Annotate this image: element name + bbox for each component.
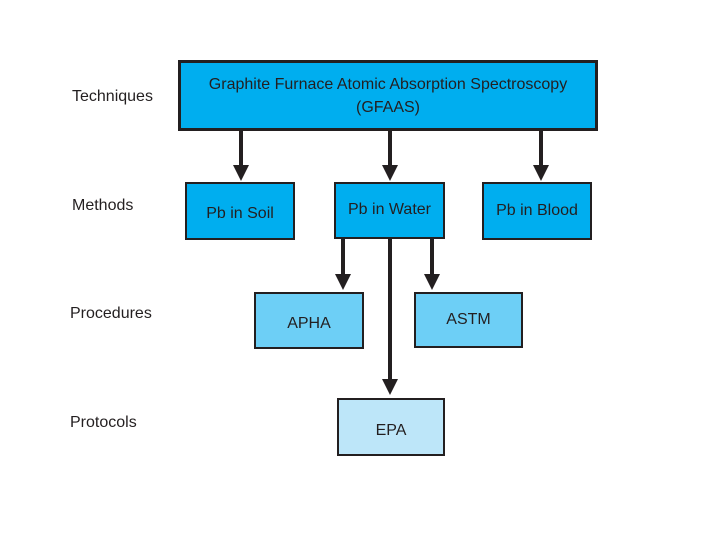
level-label-procedures: Procedures [70,305,152,322]
level-label-protocols: Protocols [70,414,137,431]
method-label-blood: Pb in Blood [496,202,578,219]
level-label-methods: Methods [72,197,134,214]
arrowhead-epa [382,379,398,395]
technique-abbreviation: (GFAAS) [355,99,420,116]
arrowhead-astm [424,274,440,290]
procedure-box-astm: ASTM [414,292,523,348]
arrowhead-water [382,165,398,181]
arrowhead-soil [233,165,249,181]
method-box-blood: Pb in Blood [482,182,592,240]
method-label-soil: Pb in Soil [206,205,274,222]
method-box-soil: Pb in Soil [185,182,295,240]
procedure-label-apha: APHA [287,315,331,332]
procedure-box-apha: APHA [254,292,364,349]
protocol-label-epa: EPA [375,422,407,439]
procedure-label-astm: ASTM [446,311,491,328]
arrowhead-apha [335,274,351,290]
protocol-box-epa: EPA [337,398,445,456]
method-box-water: Pb in Water [334,182,445,239]
technique-title: Graphite Furnace Atomic Absorption Spect… [208,76,568,93]
arrowhead-blood [533,165,549,181]
technique-box-gfaas: Graphite Furnace Atomic Absorption Spect… [178,60,598,131]
level-label-techniques: Techniques [72,88,153,105]
method-label-water: Pb in Water [348,201,431,218]
